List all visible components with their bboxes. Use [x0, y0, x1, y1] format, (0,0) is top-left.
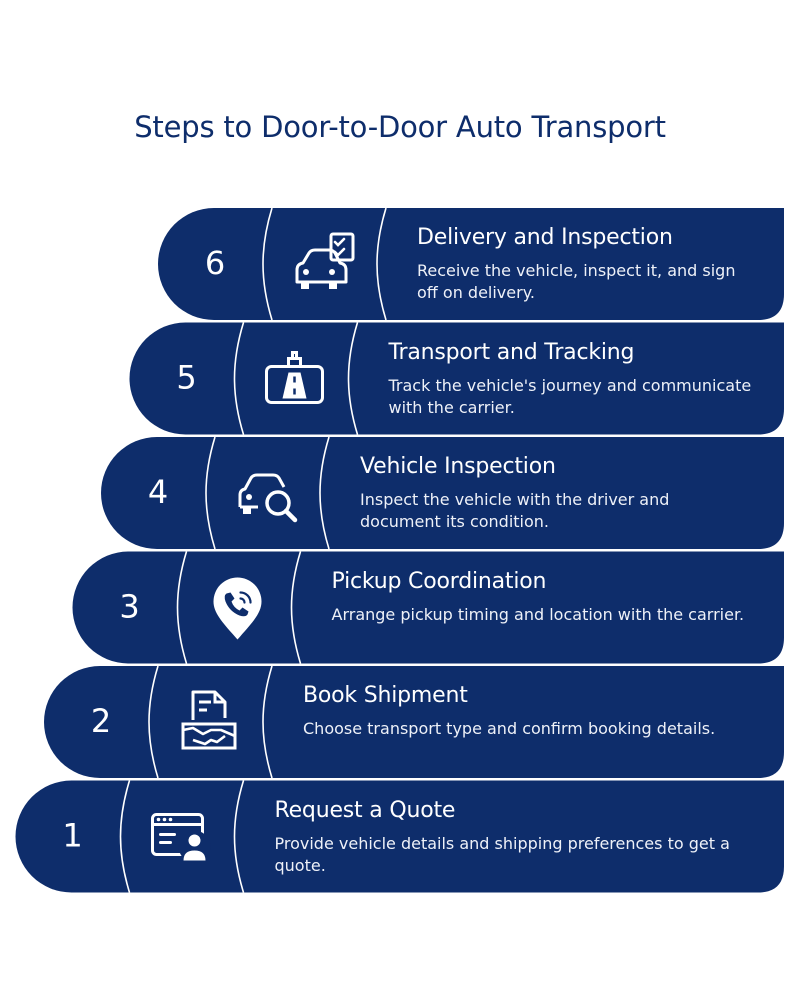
car-checklist-icon — [295, 232, 355, 289]
step-title: Book Shipment — [303, 683, 468, 708]
road-tracking-icon — [265, 351, 324, 404]
step-separator — [119, 780, 131, 893]
step-separator — [290, 551, 302, 664]
step-band — [158, 208, 784, 320]
step-separator — [262, 665, 273, 779]
step-description: Choose transport type and confirm bookin… — [303, 719, 716, 738]
step-number: 4 — [148, 473, 168, 511]
step-number: 2 — [91, 702, 111, 740]
step-description: Track the vehicle's journey and communic… — [388, 375, 752, 417]
step-separator — [233, 780, 245, 893]
step-description: Arrange pickup timing and location with … — [331, 604, 745, 624]
step-band — [44, 666, 784, 778]
document-handshake-icon — [181, 690, 237, 750]
step-separator — [347, 322, 359, 435]
step-number: 5 — [176, 359, 196, 397]
step-title: Request a Quote — [274, 797, 456, 823]
browser-user-icon — [151, 813, 211, 863]
step-description: Provide vehicle details and shipping pre… — [274, 833, 730, 875]
step-separator — [376, 207, 387, 321]
step-number: 6 — [205, 244, 225, 282]
phone-location-pin-icon — [213, 577, 262, 640]
step-title: Pickup Coordination — [331, 568, 547, 594]
step-separator — [205, 436, 216, 550]
step-title: Transport and Tracking — [388, 339, 635, 365]
step-title: Vehicle Inspection — [360, 454, 556, 479]
page-title: Steps to Door-to-Door Auto Transport — [134, 110, 666, 144]
car-magnifier-icon — [238, 473, 298, 523]
step-band — [129, 322, 785, 435]
step-title: Delivery and Inspection — [417, 225, 673, 250]
step-band — [15, 780, 785, 893]
step-number: 3 — [119, 588, 139, 626]
step-separator — [148, 665, 159, 779]
step-separator — [233, 322, 245, 435]
step-description: Receive the vehicle, inspect it, and sig… — [417, 261, 736, 302]
step-description: Inspect the vehicle with the driver and … — [360, 490, 670, 531]
step-separator — [319, 436, 330, 550]
step-number: 1 — [62, 817, 82, 855]
step-band — [72, 551, 784, 664]
step-separator — [262, 207, 273, 321]
step-separator — [176, 551, 188, 664]
step-band — [101, 437, 784, 549]
